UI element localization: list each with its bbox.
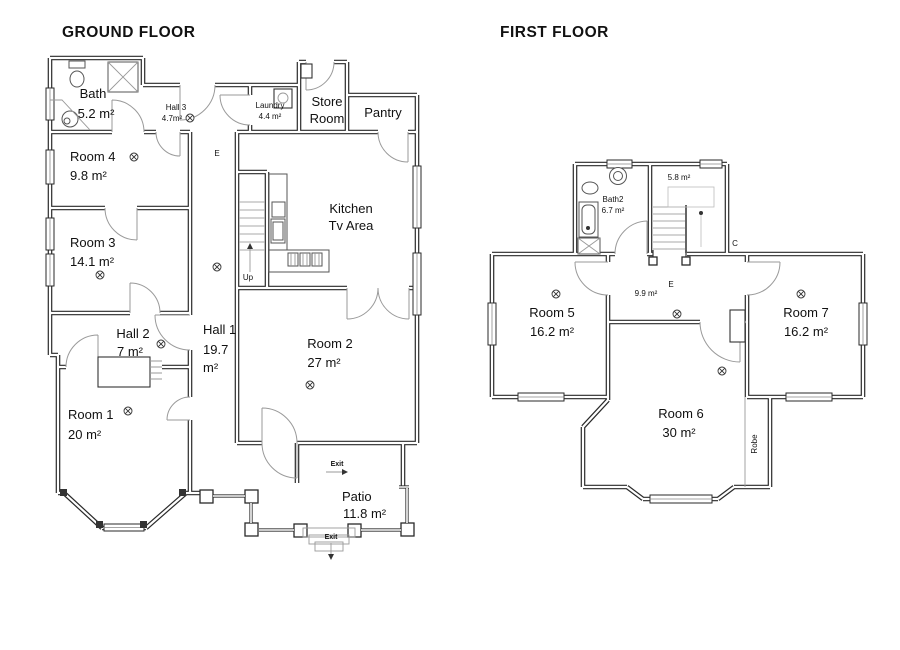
patio-area: 11.8 m²	[343, 506, 387, 521]
light-icon	[95, 270, 105, 280]
light-icon	[796, 289, 806, 299]
light-icon	[305, 380, 315, 390]
room3-label: Room 3	[70, 235, 116, 250]
kitchen-label-2: Tv Area	[329, 218, 375, 233]
light-icon	[672, 309, 682, 319]
first-floor-plan: FIRST FLOOR	[487, 24, 868, 504]
bay-window-posts	[60, 489, 186, 528]
closet-c	[729, 309, 746, 343]
light-icon	[551, 289, 561, 299]
room5-area: 16.2 m²	[530, 324, 575, 339]
room2-area: 27 m²	[307, 355, 341, 370]
first-floor-title: FIRST FLOOR	[500, 24, 609, 41]
cooktop	[287, 252, 323, 267]
room2-label: Room 2	[307, 336, 353, 351]
newel-post	[681, 256, 691, 266]
ground-windows	[45, 87, 422, 532]
bath2-fixtures	[577, 167, 627, 255]
bath-fixtures	[50, 60, 139, 131]
hall1-area-1: 19.7	[203, 342, 228, 357]
closet-label: C	[732, 239, 738, 248]
toilet-tank	[68, 60, 86, 69]
stair-direction-dot	[699, 211, 703, 215]
light-icon	[185, 113, 195, 123]
room3-area: 14.1 m²	[70, 254, 115, 269]
hall3-label: Hall 3	[166, 103, 187, 112]
first-stairs	[648, 186, 715, 266]
bath-area: 5.2 m²	[78, 106, 116, 121]
ground-stairs: Up	[239, 201, 265, 282]
basin	[581, 181, 599, 195]
laundry-label: Laundry	[256, 101, 285, 110]
first-light-symbols	[551, 289, 806, 376]
patio-steps	[302, 527, 356, 552]
ground-labels: Bath 5.2 m² Hall 3 4.7m² Laundry 4.4 m² …	[68, 86, 402, 541]
kitchen-label-1: Kitchen	[329, 201, 372, 216]
ground-floor-plan: GROUND FLOOR	[45, 24, 422, 560]
light-icon	[123, 406, 133, 416]
store-door-block	[300, 63, 313, 79]
light-icon	[129, 152, 139, 162]
room6-area: 30 m²	[662, 425, 696, 440]
room4-label: Room 4	[70, 149, 116, 164]
pantry-label: Pantry	[364, 105, 402, 120]
first-doors	[574, 220, 781, 363]
hall1-label: Hall 1	[203, 322, 236, 337]
exit-down-arrow-icon	[328, 554, 334, 560]
bath-label: Bath	[80, 86, 107, 101]
ground-walls	[47, 55, 420, 531]
stairwell-area: 5.8 m²	[668, 173, 691, 182]
entrance-label: E	[214, 149, 219, 158]
laundry-appliance	[273, 88, 293, 109]
ground-doors	[65, 61, 410, 479]
room7-area: 16.2 m²	[784, 324, 829, 339]
light-icon	[717, 366, 727, 376]
laundry-area: 4.4 m²	[259, 112, 282, 121]
exit-right-arrow-icon	[342, 469, 348, 475]
room1-area: 20 m²	[68, 427, 102, 442]
exit-top-label: Exit	[331, 461, 345, 468]
hall2-area: 7 m²	[117, 344, 144, 359]
store-label-2: Room	[310, 111, 345, 126]
newel-post	[648, 256, 658, 266]
hall3-area: 4.7m²	[162, 114, 183, 123]
landing-area: 9.9 m²	[635, 289, 658, 298]
ground-floor-title: GROUND FLOOR	[62, 24, 195, 41]
store-label-1: Store	[311, 94, 342, 109]
toilet	[69, 70, 85, 88]
bath2-area: 6.7 m²	[602, 206, 625, 215]
up-arrow-icon	[247, 243, 253, 249]
exit-bottom-label: Exit	[325, 534, 339, 541]
patio-structure	[199, 485, 415, 560]
light-icon	[156, 339, 166, 349]
light-icon	[212, 262, 222, 272]
patio-label: Patio	[342, 489, 372, 504]
room1-label: Room 1	[68, 407, 114, 422]
bath2-label: Bath2	[603, 195, 624, 204]
room5-label: Room 5	[529, 305, 575, 320]
first-labels: Bath2 6.7 m² 5.8 m² C E 9.9 m² Room 5 16…	[529, 173, 829, 454]
first-windows	[487, 159, 868, 504]
hall2-closet	[97, 356, 162, 388]
hall2-label: Hall 2	[116, 326, 149, 341]
room6-label: Room 6	[658, 406, 704, 421]
up-label: Up	[243, 273, 254, 282]
entrance-label-first: E	[668, 280, 673, 289]
room4-area: 9.8 m²	[70, 168, 108, 183]
room7-label: Room 7	[783, 305, 829, 320]
hall1-area-2: m²	[203, 360, 219, 375]
robe-label: Robe	[750, 434, 759, 454]
kitchen-fixtures	[268, 173, 330, 273]
